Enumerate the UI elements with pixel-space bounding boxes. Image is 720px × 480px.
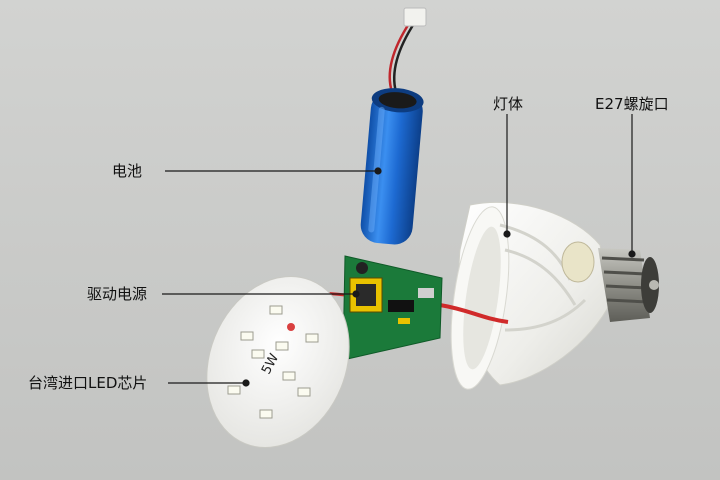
led-chip (275, 341, 289, 351)
led-chip (269, 305, 283, 315)
led-chip (297, 387, 311, 397)
lamp-body (450, 201, 613, 390)
led-chip (227, 385, 241, 395)
led-chip (240, 331, 254, 341)
led-chip (305, 333, 319, 343)
led-board: 5W (206, 276, 350, 448)
driver-label: 驱动电源 (87, 285, 148, 303)
battery (360, 88, 424, 245)
led-chip-label: 台湾进口LED芯片 (28, 374, 148, 392)
callout-lines (162, 114, 636, 387)
battery-wire (388, 7, 427, 93)
led-chip (251, 349, 265, 359)
battery-label: 电池 (112, 162, 143, 180)
led-chip (282, 371, 296, 381)
lamp-body-label: 灯体 (493, 95, 524, 113)
socket-label: E27螺旋口 (595, 95, 669, 113)
driver-board (342, 255, 443, 361)
led-chip (259, 409, 273, 419)
e27-socket (598, 248, 659, 322)
